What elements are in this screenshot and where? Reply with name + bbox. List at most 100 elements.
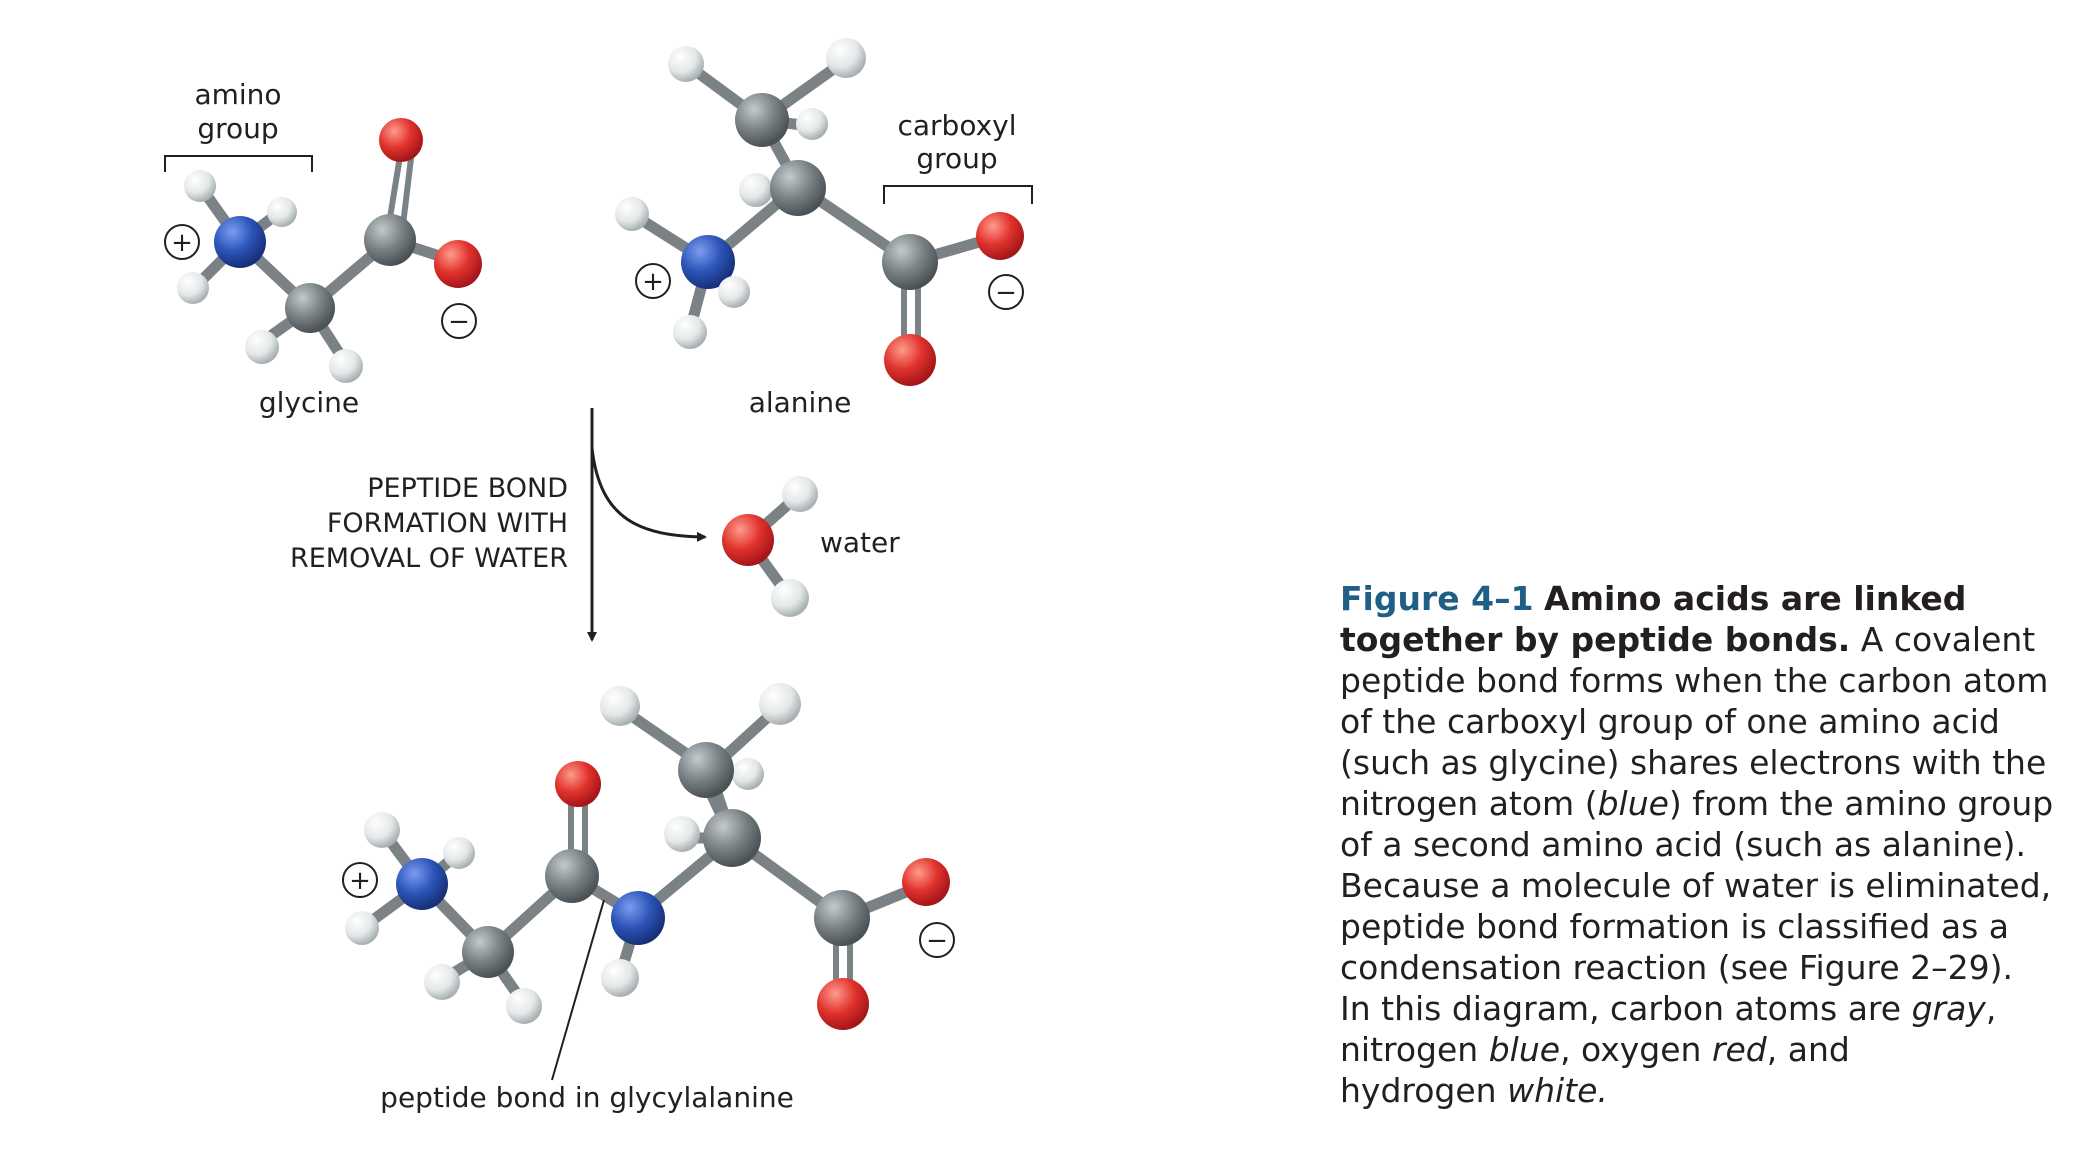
carboxyl-group-annotation: carboxyl group [883, 109, 1033, 204]
amino-group-annotation: amino group [164, 78, 313, 172]
nitrogen-atom [396, 858, 448, 910]
plus-sign: + [642, 267, 664, 297]
peptide-bond-pointer [551, 899, 605, 1081]
hydrogen-atom [267, 197, 297, 227]
water-removal-arrow [590, 447, 707, 542]
reaction-label-line2: FORMATION WITH [327, 508, 568, 539]
hydrogen-atom [601, 959, 639, 997]
reaction-label-line3: REMOVAL OF WATER [290, 543, 568, 574]
caption-line: (such as glycine) shares electrons with … [1340, 743, 2047, 782]
hydrogen-atom [739, 173, 773, 207]
positive-charge: + [164, 224, 200, 260]
negative-charge: − [441, 303, 477, 339]
caption-italic: blue [1597, 784, 1669, 823]
nitrogen-atom [214, 216, 266, 268]
figure-title: together by peptide bonds. [1340, 620, 1851, 659]
hydrogen-atom [329, 349, 363, 383]
figure-number: Figure 4–1 [1340, 579, 1534, 618]
oxygen-atom [976, 212, 1024, 260]
reaction-arrows [587, 408, 707, 642]
carbon-atom [545, 849, 599, 903]
nitrogen-atom [611, 891, 665, 945]
caption-line: peptide bond formation is classified as … [1340, 907, 2009, 946]
caption-line: nitrogen atom (blue) from the amino grou… [1340, 783, 2053, 824]
hydrogen-atom [600, 686, 640, 726]
figure-caption: Figure 4–1 Amino acids are linked togeth… [1340, 578, 2053, 1111]
hydrogen-atom [443, 837, 475, 869]
oxygen-atom [884, 334, 936, 386]
caption-text: hydrogen [1340, 1071, 1508, 1110]
caption-line: peptide bond forms when the carbon atom [1340, 661, 2049, 700]
reaction-label-line1: PEPTIDE BOND [367, 473, 568, 504]
hydrogen-atom [424, 964, 460, 1000]
glycylalanine-molecule [345, 683, 950, 1030]
hydrogen-atom [177, 272, 209, 304]
oxygen-atom [722, 514, 774, 566]
hydrogen-atom [506, 988, 542, 1024]
amino-group-label-line2: group [197, 112, 278, 145]
caption-text: A covalent [1850, 620, 2036, 659]
hydrogen-atom [771, 579, 809, 617]
carbon-atom [703, 809, 761, 867]
carbon-atom [462, 926, 514, 978]
carboxyl-group-label-line1: carboxyl [897, 109, 1016, 142]
water-molecule [722, 476, 818, 617]
caption-line: together by peptide bonds. A covalent [1340, 619, 2040, 660]
caption-text: , [1985, 989, 1997, 1028]
figure-title: Amino acids are linked [1544, 579, 1967, 618]
caption-line: of the carboxyl group of one amino acid [1340, 702, 2000, 741]
caption-text: , oxygen [1560, 1030, 1712, 1069]
hydrogen-atom [345, 911, 379, 945]
carbon-atom [364, 214, 416, 266]
glycine-label: glycine [259, 386, 359, 419]
plus-sign: + [171, 228, 193, 258]
hydrogen-atom [718, 276, 750, 308]
negative-charge: − [988, 274, 1024, 310]
caption-italic: blue [1488, 1030, 1561, 1069]
caption-text: In this diagram, carbon atoms are [1340, 989, 1912, 1028]
plus-sign: + [349, 866, 371, 896]
hydrogen-atom [796, 108, 828, 140]
alanine-label: alanine [749, 386, 852, 419]
caption-line: hydrogen white. [1340, 1070, 2040, 1111]
hydrogen-atom [732, 758, 764, 790]
carbon-atom [678, 742, 734, 798]
caption-line: Figure 4–1 Amino acids are linked [1340, 578, 2040, 619]
carbon-atom [814, 890, 870, 946]
caption-text: nitrogen atom ( [1340, 784, 1598, 823]
caption-line: condensation reaction (see Figure 2–29). [1340, 948, 2014, 987]
oxygen-atom [902, 858, 950, 906]
hydrogen-atom [364, 812, 400, 848]
amino-group-bracket [164, 155, 313, 172]
amino-group-label-line1: amino [194, 78, 281, 111]
hydrogen-atom [782, 476, 818, 512]
caption-text: nitrogen [1340, 1030, 1489, 1069]
caption-text: , and [1766, 1030, 1850, 1069]
caption-line: nitrogen blue, oxygen red, and [1340, 1029, 2040, 1070]
caption-text: ) from the amino group [1668, 784, 2054, 823]
caption-italic: gray [1911, 989, 1986, 1028]
hydrogen-atom [759, 683, 801, 725]
nitrogen-atom [681, 235, 735, 289]
negative-charge: − [919, 922, 955, 958]
caption-line: Because a molecule of water is eliminate… [1340, 866, 2052, 905]
carbon-atom [735, 93, 789, 147]
carbon-atom [882, 234, 938, 290]
glycine-molecule [177, 118, 482, 383]
water-label: water [820, 526, 900, 559]
hydrogen-atom [615, 197, 649, 231]
hydrogen-atom [184, 170, 216, 202]
caption-italic: red [1711, 1030, 1767, 1069]
minus-sign: − [926, 926, 948, 956]
oxygen-atom [817, 978, 869, 1030]
hydrogen-atom [668, 46, 704, 82]
positive-charge: + [342, 862, 378, 898]
oxygen-atom [434, 240, 482, 288]
alanine-molecule [615, 38, 1024, 386]
hydrogen-atom [826, 38, 866, 78]
caption-line: In this diagram, carbon atoms are gray, [1340, 988, 2040, 1029]
hydrogen-atom [673, 315, 707, 349]
minus-sign: − [995, 278, 1017, 308]
caption-line: of a second amino acid (such as alanine)… [1340, 825, 2027, 864]
